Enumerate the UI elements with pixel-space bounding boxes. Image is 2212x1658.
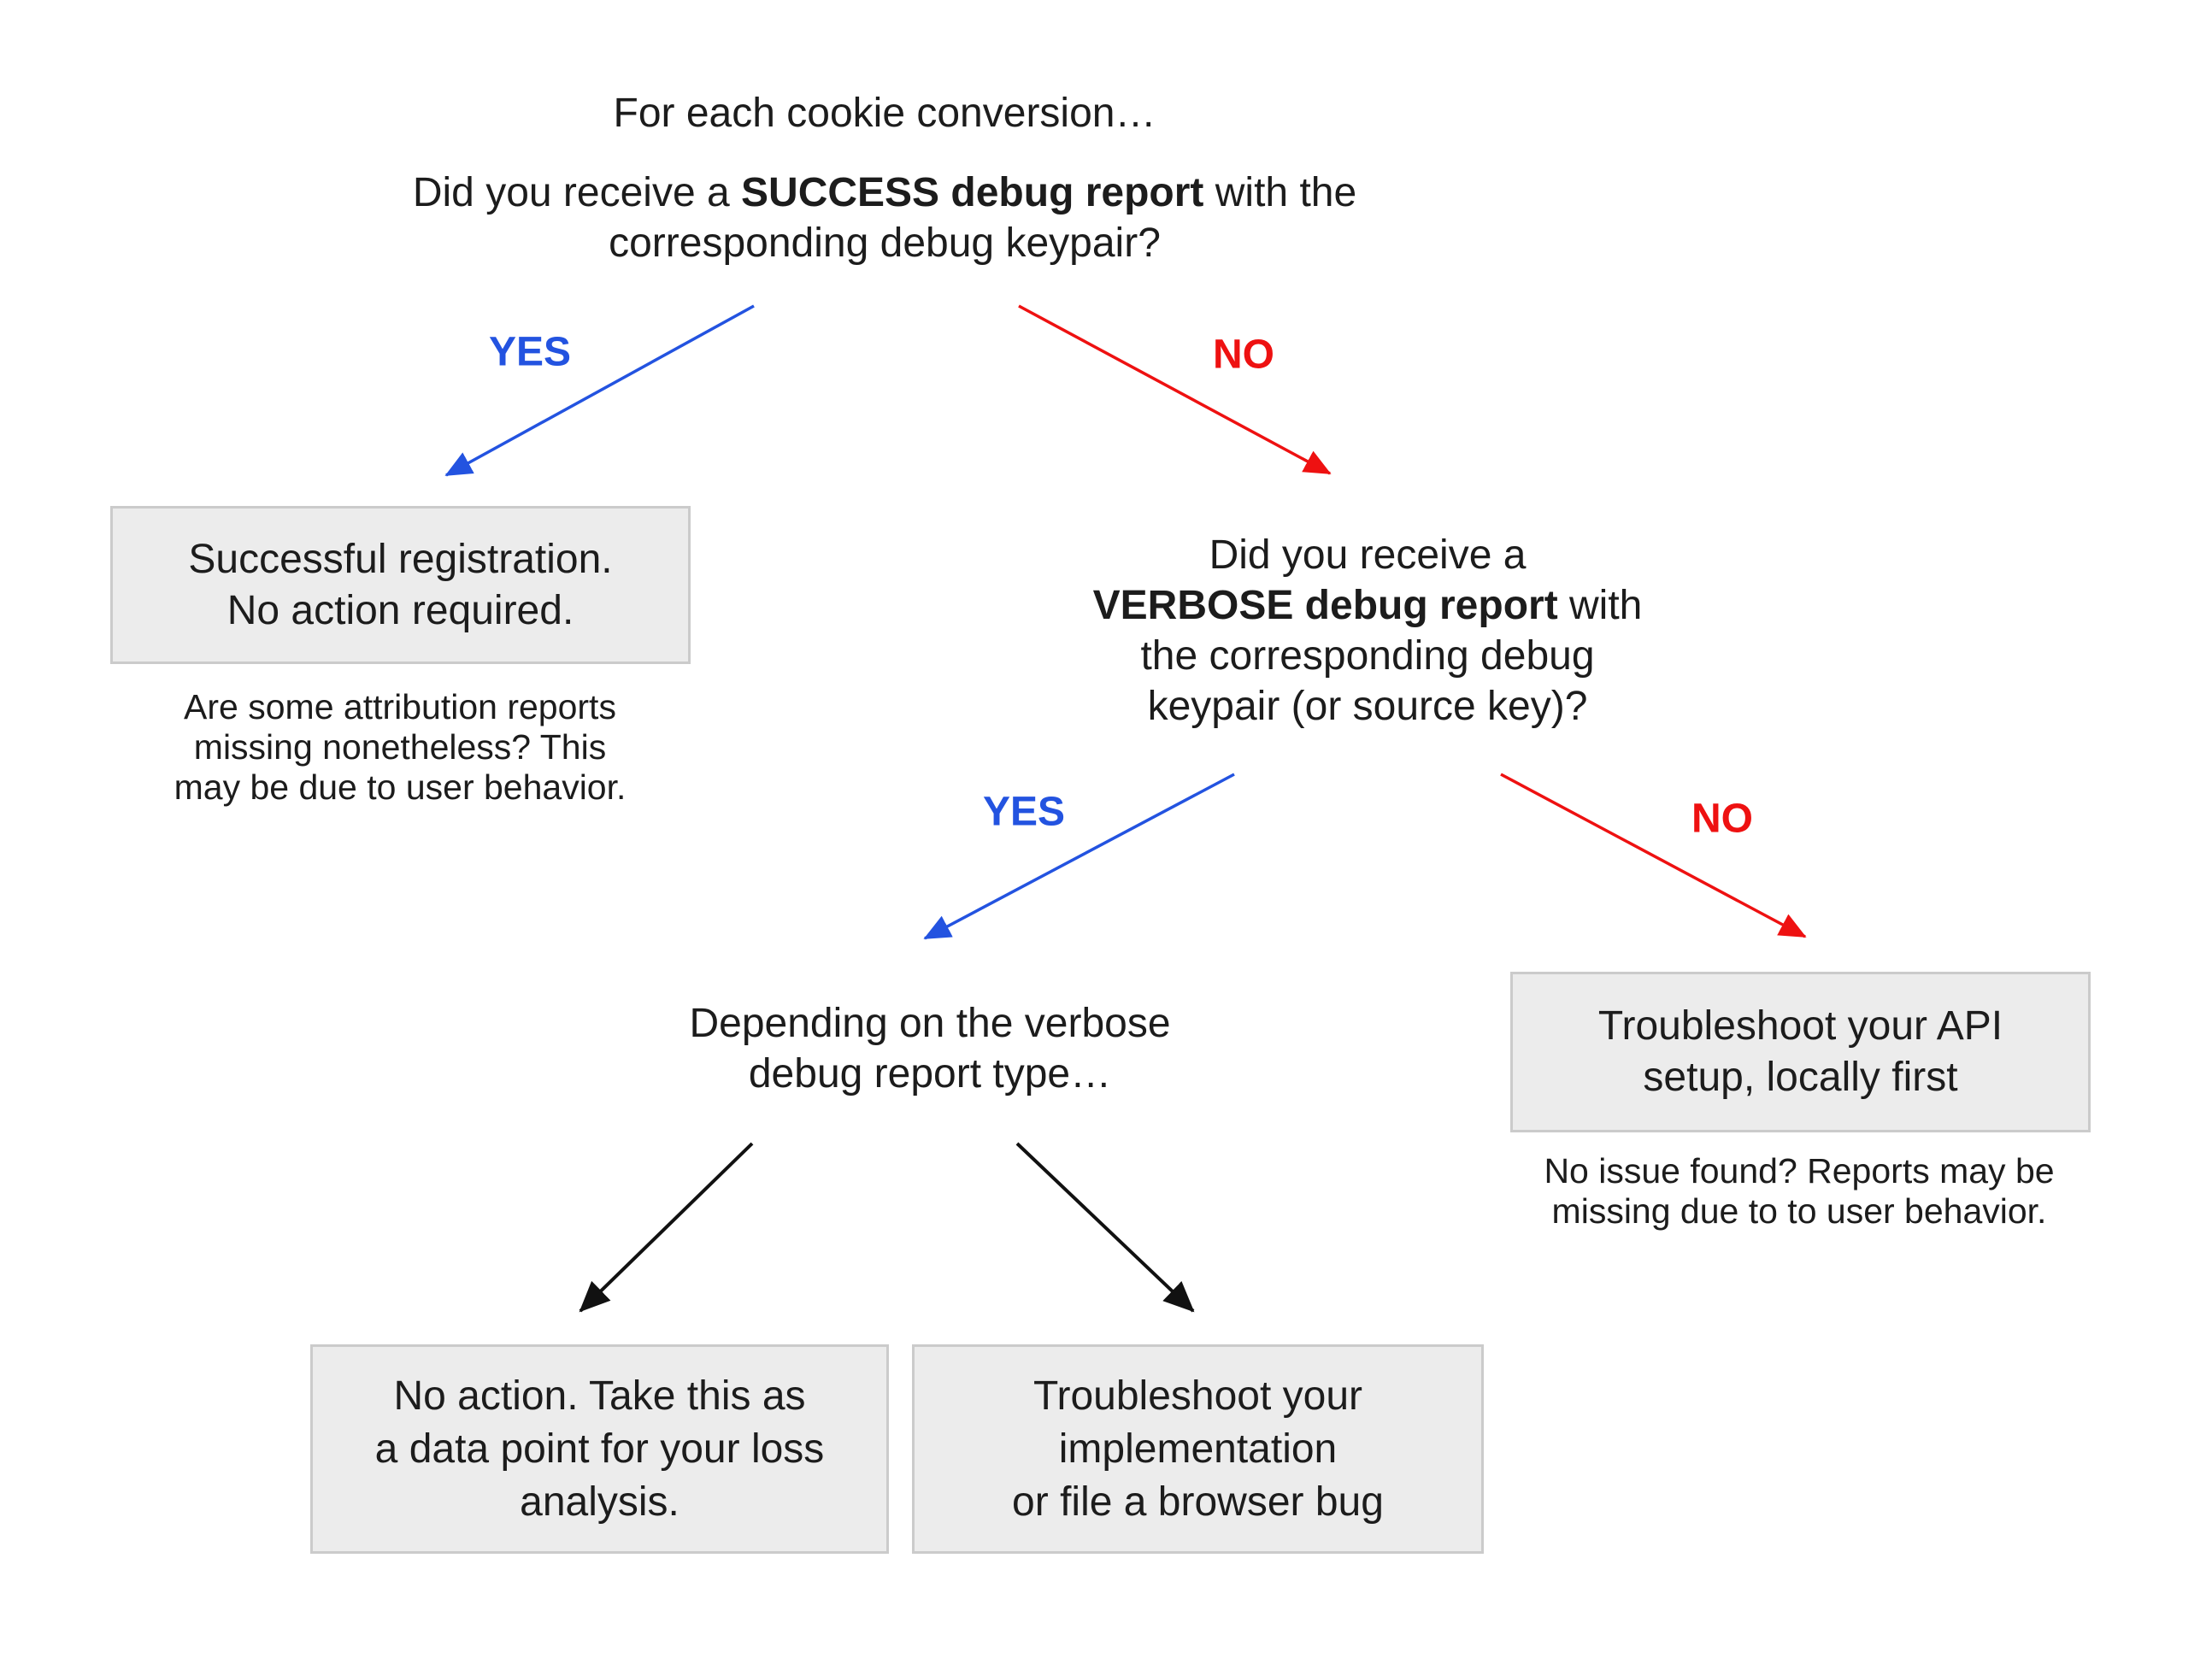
box-troubleshoot-api: Troubleshoot your API setup, locally fir…	[1510, 972, 2091, 1132]
depending-line-2: debug report type…	[748, 1051, 1112, 1097]
yes-label-2: YES	[982, 789, 1066, 835]
box-impl-line-3: or file a browser bug	[1012, 1479, 1384, 1525]
question-bold-text: SUCCESS debug report	[741, 170, 1204, 215]
note-right-line-2: missing due to to user behavior.	[1551, 1191, 2047, 1231]
note-left-line-2: missing nonetheless? This	[193, 727, 607, 767]
note-left-line-1: Are some attribution reports	[184, 687, 616, 726]
yes-label-1: YES	[488, 329, 572, 375]
depending-text: Depending on the verbose debug report ty…	[689, 998, 1170, 1099]
box-api-line-2: setup, locally first	[1643, 1055, 1958, 1100]
question-verbose-line-4: keypair (or source key)?	[1147, 684, 1588, 729]
question-text: with the	[1203, 170, 1357, 215]
note-left-line-3: may be due to user behavior.	[174, 767, 627, 807]
no-arrow-1	[1018, 304, 1332, 475]
box-success-line-2: No action required.	[226, 587, 574, 633]
box-no-action-line-2: a data point for your loss	[374, 1426, 825, 1472]
box-impl-line-2: implementation	[1058, 1426, 1338, 1472]
box-success-line-1: Successful registration.	[188, 536, 613, 582]
note-user-behavior-right: No issue found? Reports may be missing d…	[1544, 1151, 2054, 1232]
question-verbose-report: Did you receive a VERBOSE debug report w…	[1093, 530, 1643, 732]
no-label-1: NO	[1213, 332, 1274, 378]
box-successful-registration: Successful registration. No action requi…	[110, 506, 691, 664]
note-user-behavior-left: Are some attribution reports missing non…	[174, 687, 627, 808]
box-no-action-line-3: analysis.	[520, 1479, 679, 1525]
box-no-action: No action. Take this as a data point for…	[310, 1344, 889, 1554]
question-verbose-line-2: VERBOSE debug report with	[1093, 580, 1643, 631]
question-success-line-1: Did you receive a SUCCESS debug report w…	[413, 168, 1356, 218]
arrow-to-troubleshoot-implementation	[1015, 1142, 1195, 1313]
depending-line-1: Depending on the verbose	[689, 1001, 1171, 1046]
question-text: with	[1557, 583, 1643, 628]
box-no-action-line-1: No action. Take this as	[393, 1373, 806, 1419]
note-right-line-1: No issue found? Reports may be	[1544, 1151, 2055, 1191]
box-impl-line-1: Troubleshoot your	[1032, 1373, 1363, 1419]
flowchart-title: For each cookie conversion…	[613, 91, 1156, 136]
question-bold-text: VERBOSE debug report	[1092, 583, 1558, 628]
question-success-report: Did you receive a SUCCESS debug report w…	[413, 168, 1356, 268]
question-text: Did you receive a	[412, 170, 742, 215]
box-troubleshoot-implementation: Troubleshoot your implementation or file…	[912, 1344, 1484, 1554]
question-verbose-line-1: Did you receive a	[1209, 532, 1527, 578]
no-arrow-2	[1500, 773, 1807, 938]
yes-arrow-2	[923, 773, 1235, 940]
arrow-to-no-action	[579, 1142, 754, 1313]
question-success-line-2: corresponding debug keypair?	[609, 220, 1161, 266]
question-verbose-line-3: the corresponding debug	[1140, 633, 1595, 679]
box-api-line-1: Troubleshoot your API	[1597, 1003, 2003, 1049]
no-label-2: NO	[1691, 796, 1753, 842]
